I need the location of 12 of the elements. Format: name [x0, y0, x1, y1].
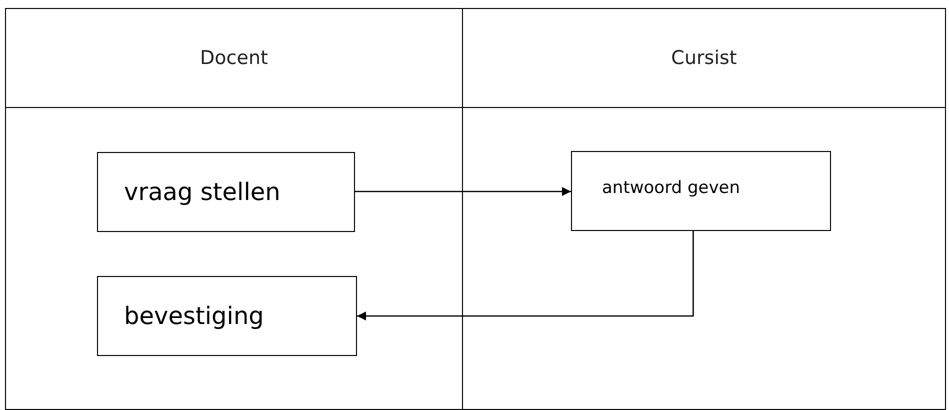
box-label: vraag stellen — [124, 178, 280, 206]
lane-title: Cursist — [671, 47, 737, 69]
box-label: bevestiging — [124, 302, 264, 330]
lane-title: Docent — [200, 47, 268, 69]
process-box — [97, 152, 355, 232]
swimlane — [462, 8, 946, 410]
process-box — [571, 151, 831, 231]
arrow — [355, 186, 571, 196]
swimlane — [5, 8, 463, 410]
arrow — [357, 231, 694, 321]
box-label: antwoord geven — [602, 178, 740, 198]
process-box — [97, 276, 357, 356]
